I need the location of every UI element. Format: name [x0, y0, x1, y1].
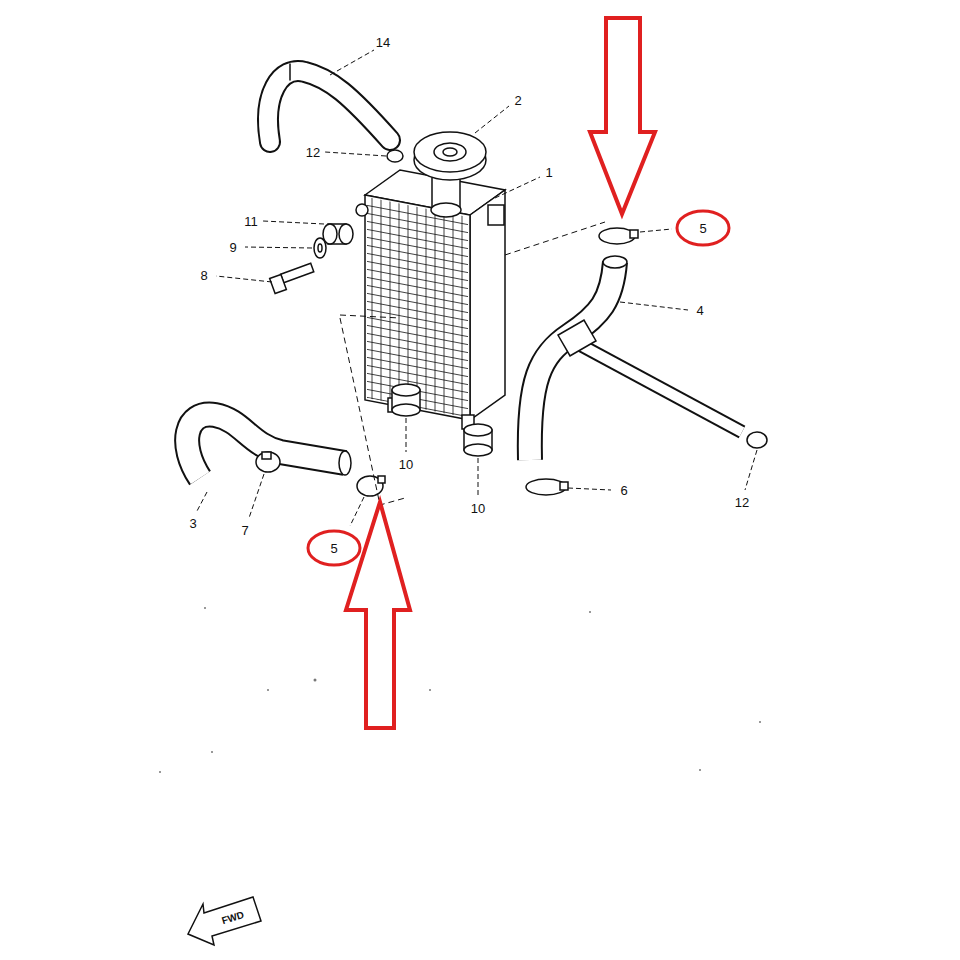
callout-number: 6 — [620, 484, 627, 497]
radiator-cap — [414, 132, 486, 217]
callout-number: 5 — [330, 542, 337, 555]
hose-14 — [268, 64, 390, 142]
callout-number: 11 — [244, 215, 258, 228]
hose-4 — [530, 256, 742, 460]
bolt-set — [270, 224, 353, 294]
callout-number: 5 — [699, 222, 706, 235]
callout-number: 10 — [399, 458, 413, 471]
callout-number: 12 — [735, 496, 749, 509]
callout-number: 14 — [376, 36, 390, 49]
circled-callout: 5 — [674, 208, 732, 248]
radiator — [356, 170, 505, 433]
callout-number: 2 — [514, 94, 521, 107]
circled-callout: 5 — [305, 528, 363, 568]
hose-clamp — [387, 150, 403, 162]
callout-number: 9 — [229, 241, 236, 254]
callout-number: 12 — [306, 146, 320, 159]
forward-arrow — [188, 897, 261, 945]
highlight-arrow — [346, 18, 655, 728]
leader-line — [197, 50, 757, 526]
scan-dots — [159, 607, 761, 773]
hose-3 — [187, 415, 351, 478]
callout-number: 10 — [471, 502, 485, 515]
grommet — [392, 384, 492, 456]
callout-number: 8 — [200, 269, 207, 282]
callout-circle — [677, 211, 729, 245]
callout-number: 1 — [545, 166, 552, 179]
hose-clamp — [256, 228, 767, 496]
callout-number: 7 — [241, 524, 248, 537]
callout-number: 4 — [696, 304, 703, 317]
callout-number: 3 — [189, 517, 196, 530]
callout-circle — [308, 531, 360, 565]
alignment-line — [340, 222, 605, 505]
